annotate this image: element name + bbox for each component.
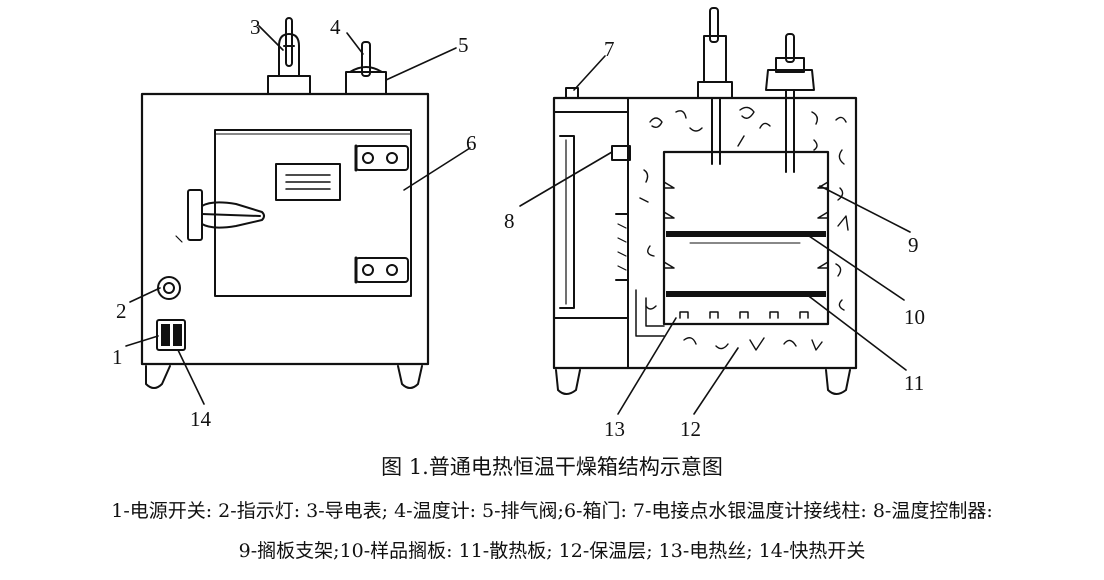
upper-hinge [354, 144, 409, 172]
callout-11: 11 [904, 371, 924, 395]
shelf-supports [663, 181, 829, 269]
left-foot-section [555, 369, 581, 395]
legend-line-1: 1-电源开关: 2-指示灯: 3-导电表; 4-温度计: 5-排气阀;6-箱门:… [111, 500, 993, 522]
callout-10: 10 [904, 305, 925, 329]
lower-hinge [354, 256, 409, 284]
temperature-controller [611, 145, 631, 161]
thermometer-probe [697, 7, 733, 165]
callout-4: 4 [330, 15, 341, 39]
exhaust-valve-section [765, 33, 815, 173]
callout-5: 5 [458, 33, 469, 57]
exhaust-valve-front [345, 41, 387, 95]
conductive-meter [267, 17, 311, 95]
callout-8: 8 [504, 209, 515, 233]
legend-line-2: 9-搁板支架;10-样品搁板: 11-散热板; 12-保温层; 13-电热丝; … [238, 540, 866, 562]
right-foot-section [825, 369, 851, 395]
callout-13: 13 [604, 417, 625, 441]
door-handle [175, 189, 265, 243]
right-foot-front [397, 365, 423, 389]
section-view [519, 7, 911, 415]
callout-6: 6 [466, 131, 477, 155]
callout-7: 7 [604, 37, 615, 61]
door-nameplate [275, 163, 341, 201]
door [214, 129, 412, 297]
sample-shelf [666, 231, 826, 237]
indicator-light [157, 276, 181, 300]
insulation-layer [639, 106, 849, 351]
callout-2: 2 [116, 299, 127, 323]
callout-3: 3 [250, 15, 261, 39]
heat-sink-plate [666, 291, 826, 297]
callout-12: 12 [680, 417, 701, 441]
power-switch-panel [156, 319, 186, 351]
leaders-section [519, 55, 911, 415]
figure-title: 图 1.普通电热恒温干燥箱结构示意图 [381, 455, 723, 479]
leaders-front [125, 25, 471, 405]
callout-9: 9 [908, 233, 919, 257]
callout-1: 1 [112, 345, 123, 369]
inner-chamber [662, 150, 830, 326]
front-view [125, 17, 471, 405]
left-foot-front [145, 365, 171, 389]
drying-oven-diagram: 3 4 5 6 2 1 14 7 8 9 10 11 13 12 [112, 7, 925, 441]
heating-wire [679, 311, 809, 319]
callout-14: 14 [190, 407, 212, 431]
